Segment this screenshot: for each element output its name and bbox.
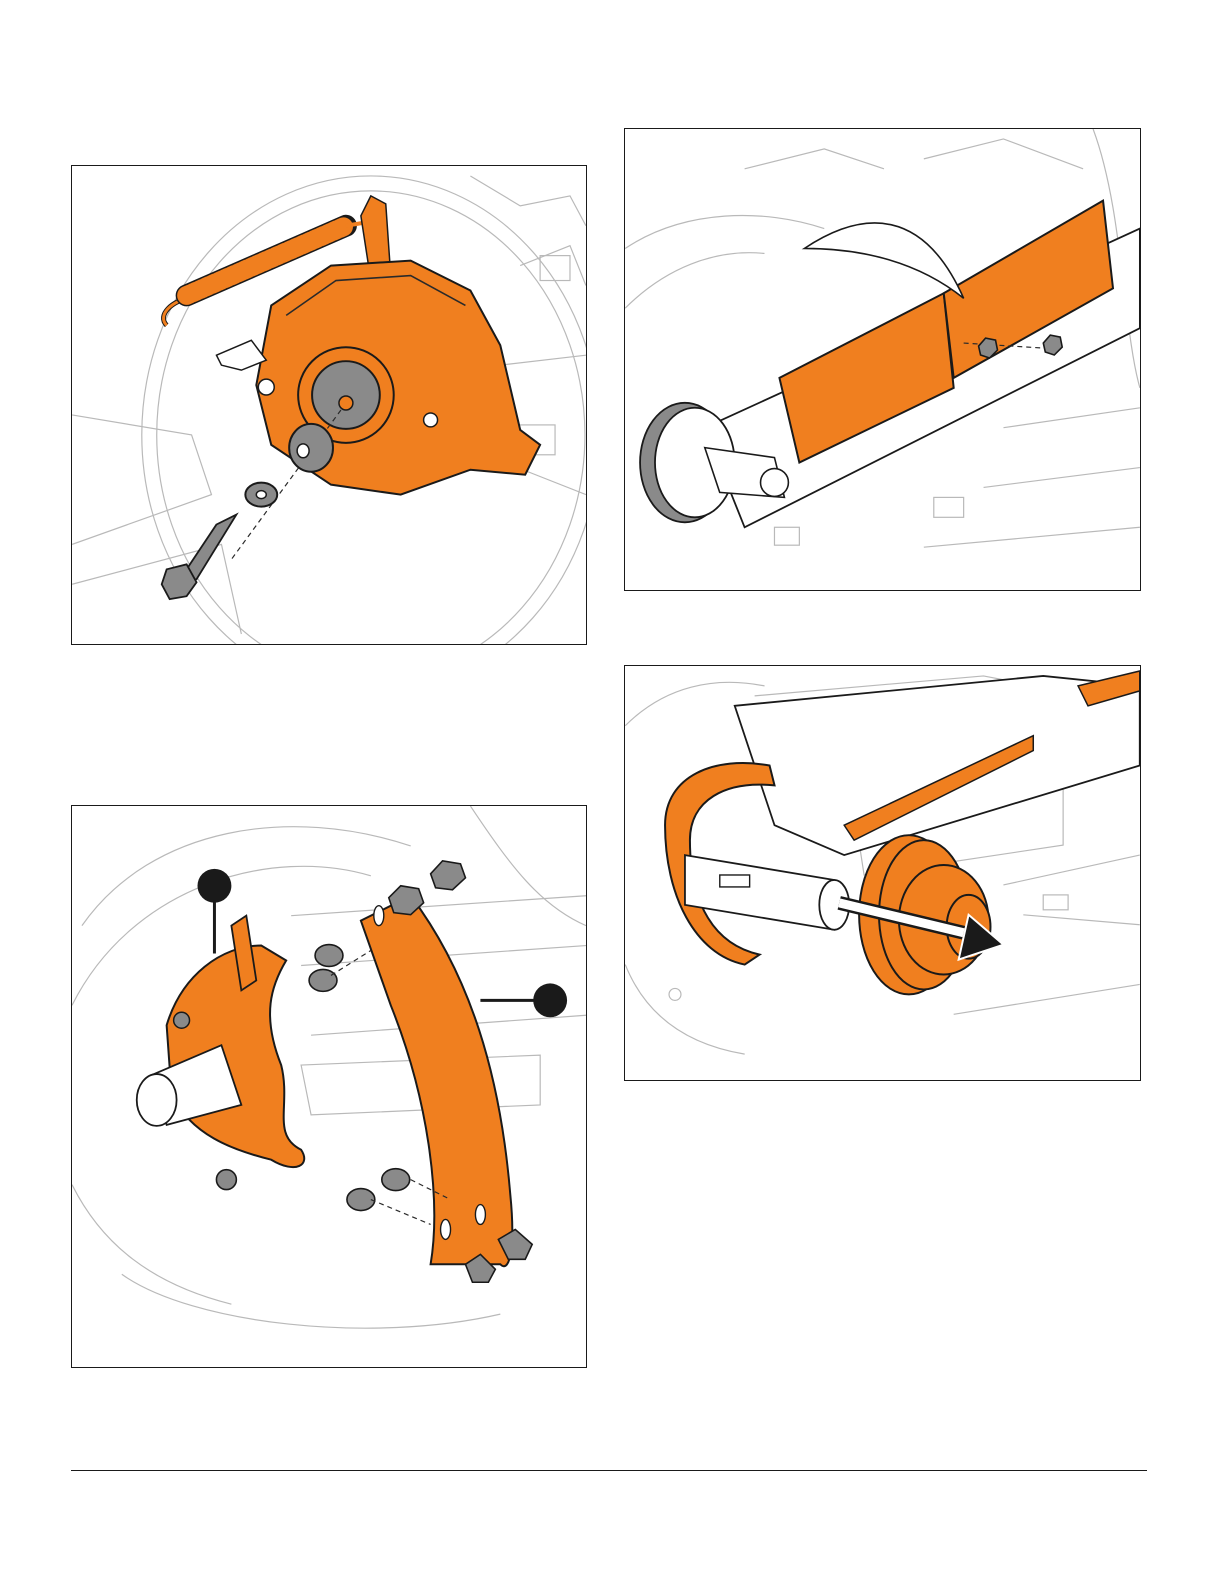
figure-bearing-removal	[624, 665, 1141, 1081]
figure-shave-plate	[71, 805, 587, 1368]
spacer	[289, 424, 333, 472]
callout-1	[198, 869, 232, 954]
bearing-removal-illustration	[625, 666, 1140, 1080]
shave-plate-illustration	[72, 806, 586, 1367]
figure-brake-assembly	[71, 165, 587, 645]
footer-rule	[71, 1470, 1147, 1471]
washer	[245, 483, 277, 507]
scraper-plate-illustration	[625, 129, 1140, 590]
shaft	[685, 855, 849, 930]
callout-2	[480, 983, 567, 1017]
figure-scraper-plate	[624, 128, 1141, 591]
shave-plate-hub	[137, 916, 304, 1167]
brake-assembly-illustration	[72, 166, 586, 644]
shave-plate	[361, 896, 512, 1266]
